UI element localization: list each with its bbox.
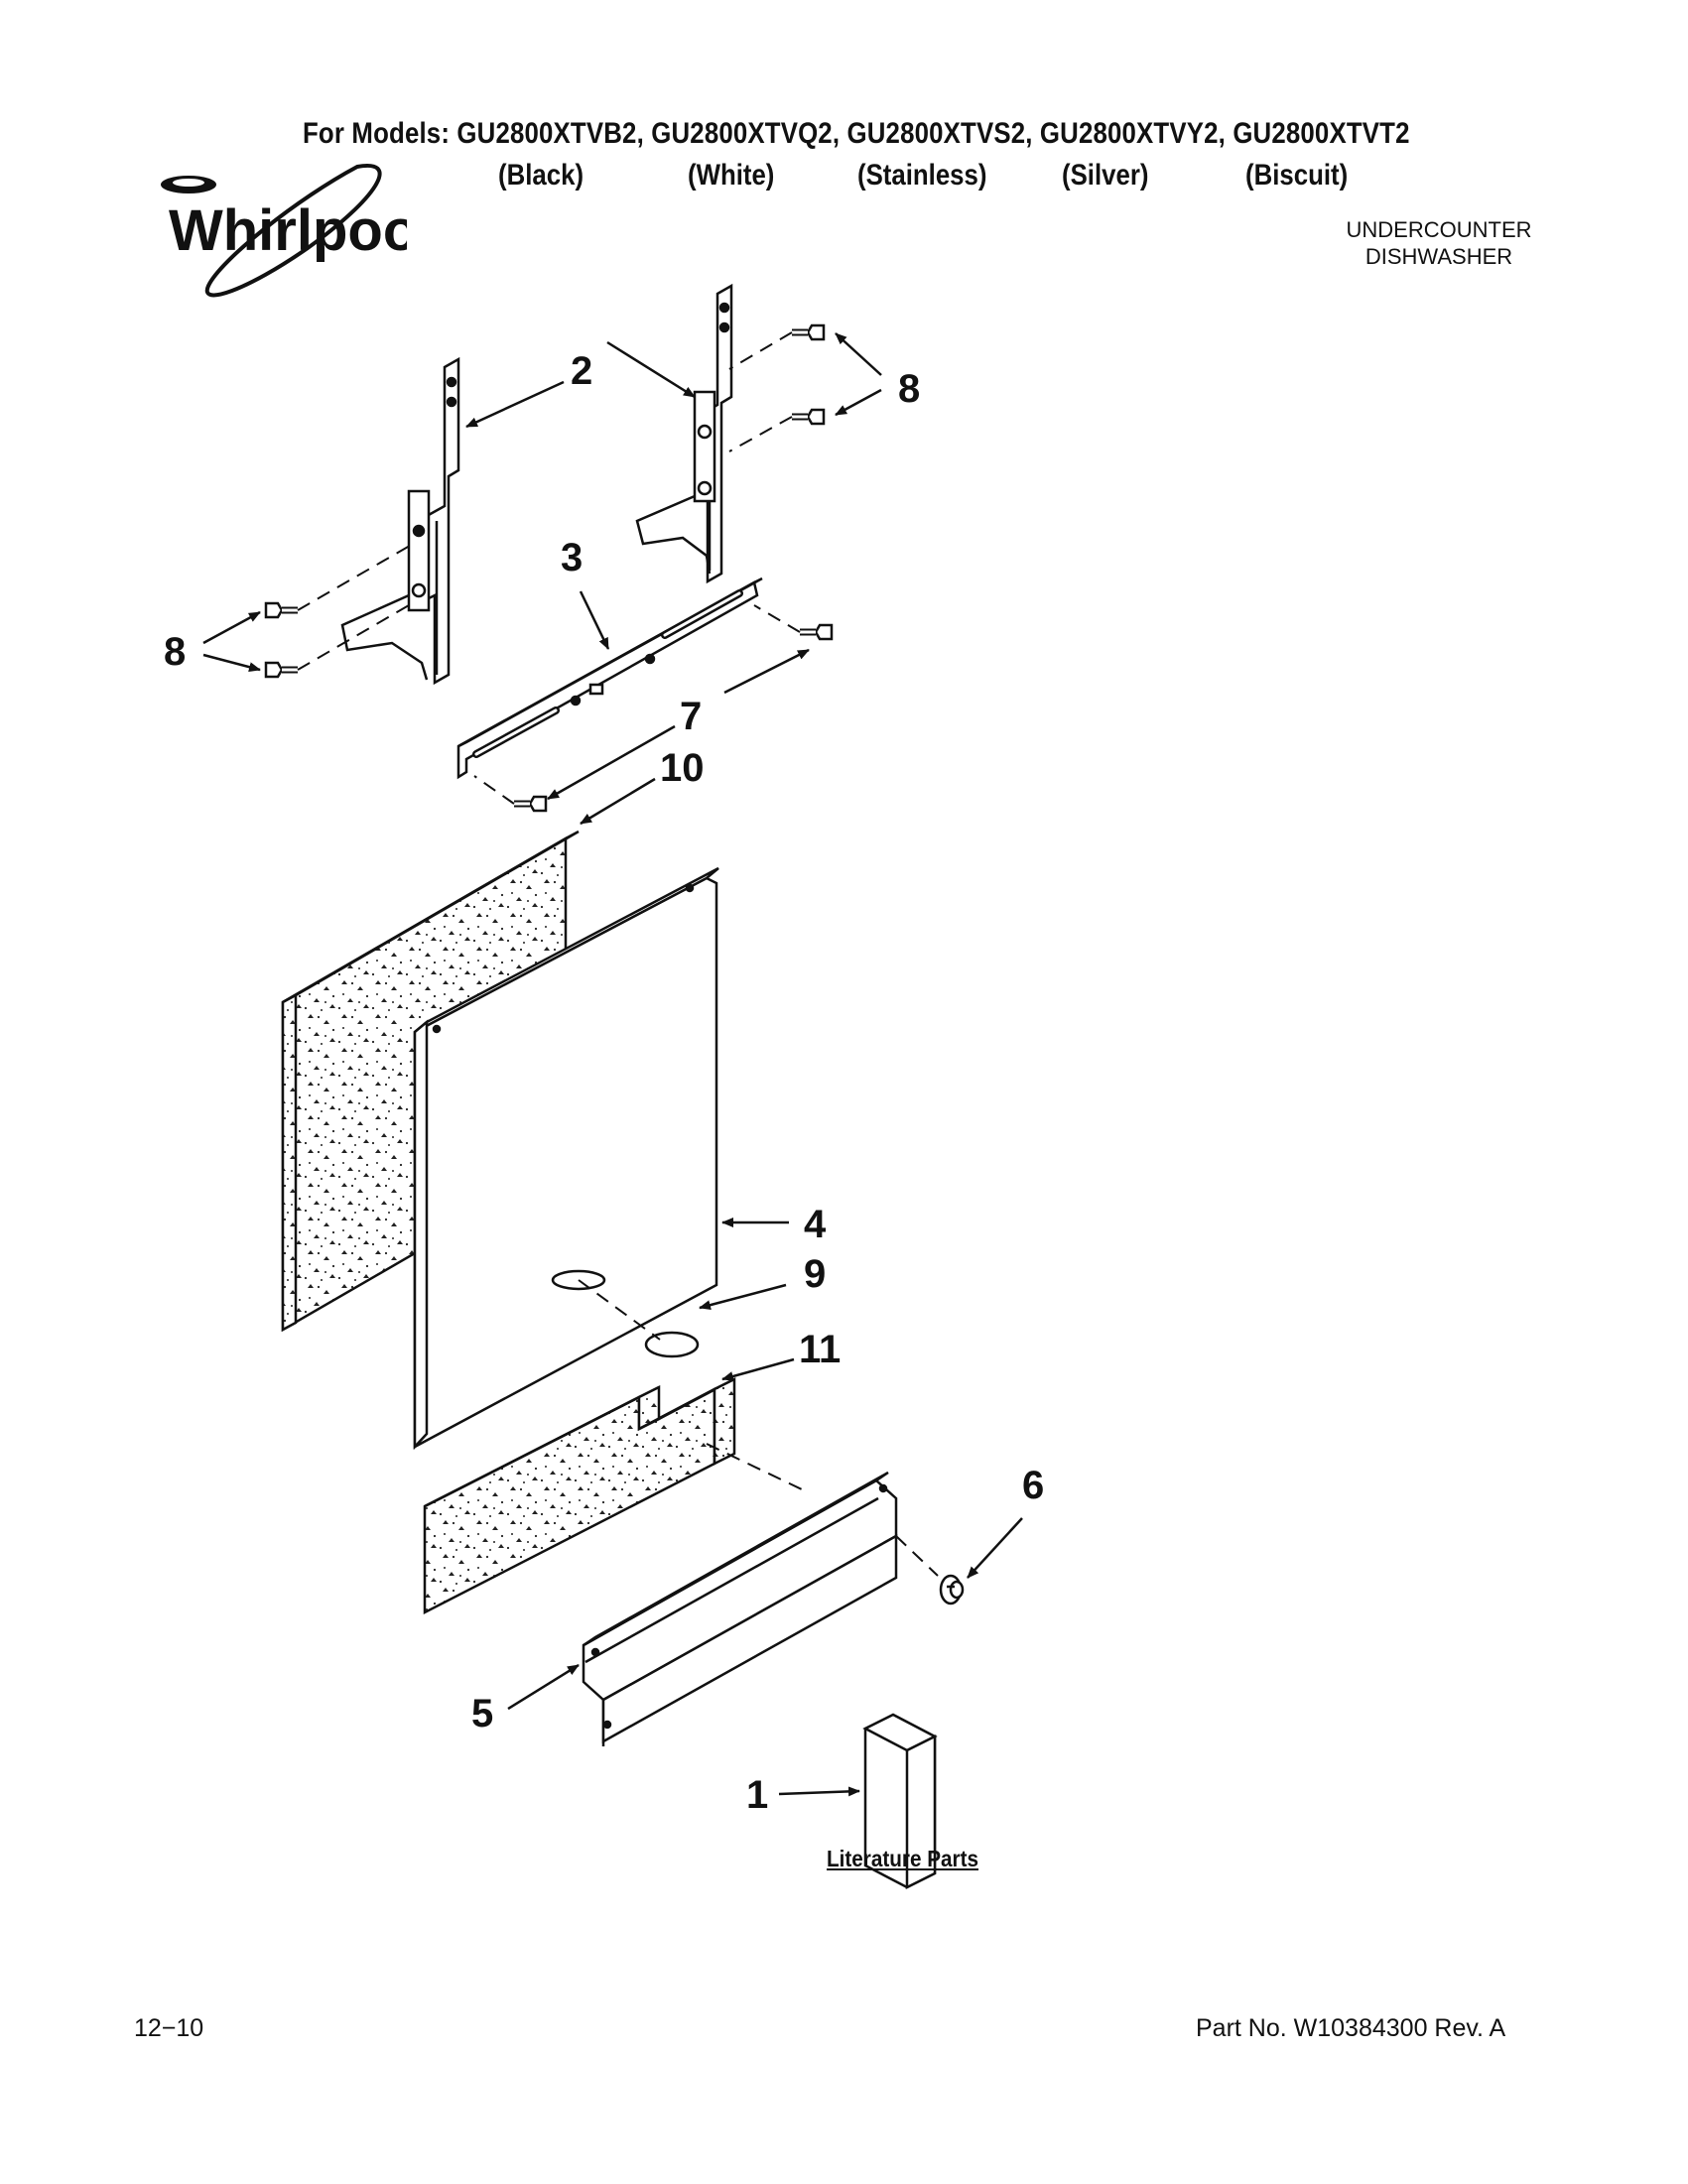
brand-wordmark: Whirlpool [169, 198, 407, 263]
color-silver: (Silver) [1062, 159, 1149, 192]
screw-icon-group [264, 323, 965, 1606]
color-white: (White) [688, 159, 775, 192]
leader-arrows [202, 332, 1023, 1797]
toe-panel [582, 1471, 898, 1746]
hinge-bar [456, 577, 763, 780]
callout-1: 1 [746, 1773, 769, 1817]
outer-door-panel [413, 866, 719, 1451]
product-type-line1: UNDERCOUNTER [1346, 217, 1532, 242]
callout-3: 3 [561, 536, 584, 579]
callout-2: 2 [571, 349, 593, 393]
models-heading: For Models: GU2800XTVB2, GU2800XTVQ2, GU… [303, 117, 1410, 150]
assembly-guide-lines [297, 331, 939, 1577]
toe-panel-insulation [423, 1376, 736, 1615]
color-stainless: (Stainless) [857, 159, 987, 192]
callout-7: 7 [680, 695, 703, 738]
whirlpool-logo: Whirlpool [149, 159, 434, 308]
callout-11: 11 [799, 1328, 842, 1371]
callout-8-left: 8 [164, 630, 187, 674]
literature-booklet-icon [862, 1713, 938, 1890]
hinge-bracket-right [635, 283, 733, 584]
callout-9: 9 [804, 1252, 827, 1296]
color-black: (Black) [498, 159, 584, 192]
callout-5: 5 [471, 1692, 494, 1735]
color-biscuit: (Biscuit) [1245, 159, 1349, 192]
footer-part-number: Part No. W10384300 Rev. A [1196, 2014, 1506, 2042]
literature-parts-label: Literature Parts [827, 1846, 979, 1871]
callout-8-right: 8 [898, 367, 921, 411]
callout-10: 10 [660, 746, 705, 790]
callout-4: 4 [804, 1203, 827, 1246]
callout-6: 6 [1022, 1464, 1045, 1507]
product-type-line2: DISHWASHER [1364, 244, 1513, 269]
hinge-bracket-left [340, 356, 460, 686]
footer-date: 12−10 [134, 2014, 204, 2042]
